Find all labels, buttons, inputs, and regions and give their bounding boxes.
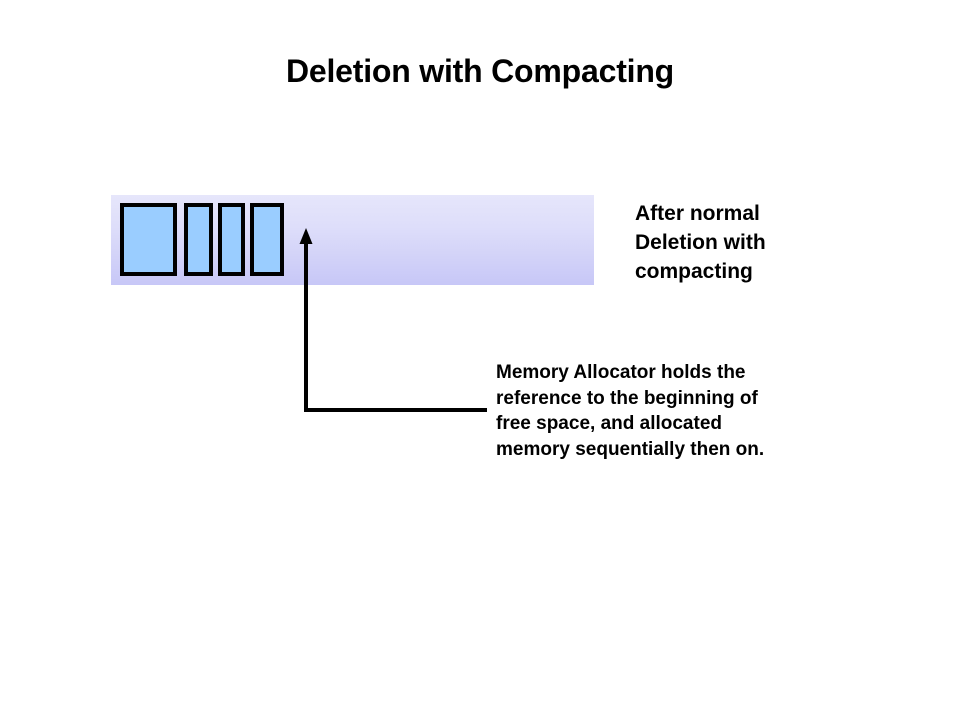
memory-allocator-note: Memory Allocator holds the reference to … <box>496 360 836 462</box>
memory-allocator-note-line-2: reference to the beginning of <box>496 387 758 409</box>
allocated-block-1 <box>120 203 177 276</box>
page-title: Deletion with Compacting <box>0 52 960 90</box>
memory-region-bar <box>111 195 594 285</box>
memory-allocator-note-line-3: free space, and allocated <box>496 413 722 434</box>
arrowhead-icon <box>299 228 313 244</box>
after-deletion-label-line-3: compacting <box>635 260 753 283</box>
memory-allocator-note-line-4: memory sequentially then on. <box>496 438 765 460</box>
allocated-block-2 <box>184 203 213 276</box>
after-deletion-label: After normal Deletion with compacting <box>635 199 935 286</box>
page-title-part-normal: Deletion with <box>285 53 492 89</box>
page-title-part-strong: Compacting <box>491 53 675 89</box>
allocated-block-4 <box>250 203 284 276</box>
memory-allocator-note-line-1: Memory Allocator holds the <box>496 362 746 383</box>
after-deletion-label-line-2: Deletion with <box>635 231 766 254</box>
allocator-pointer-arrow <box>299 228 487 412</box>
allocated-block-3 <box>218 203 245 276</box>
after-deletion-label-line-1: After normal <box>635 202 760 225</box>
